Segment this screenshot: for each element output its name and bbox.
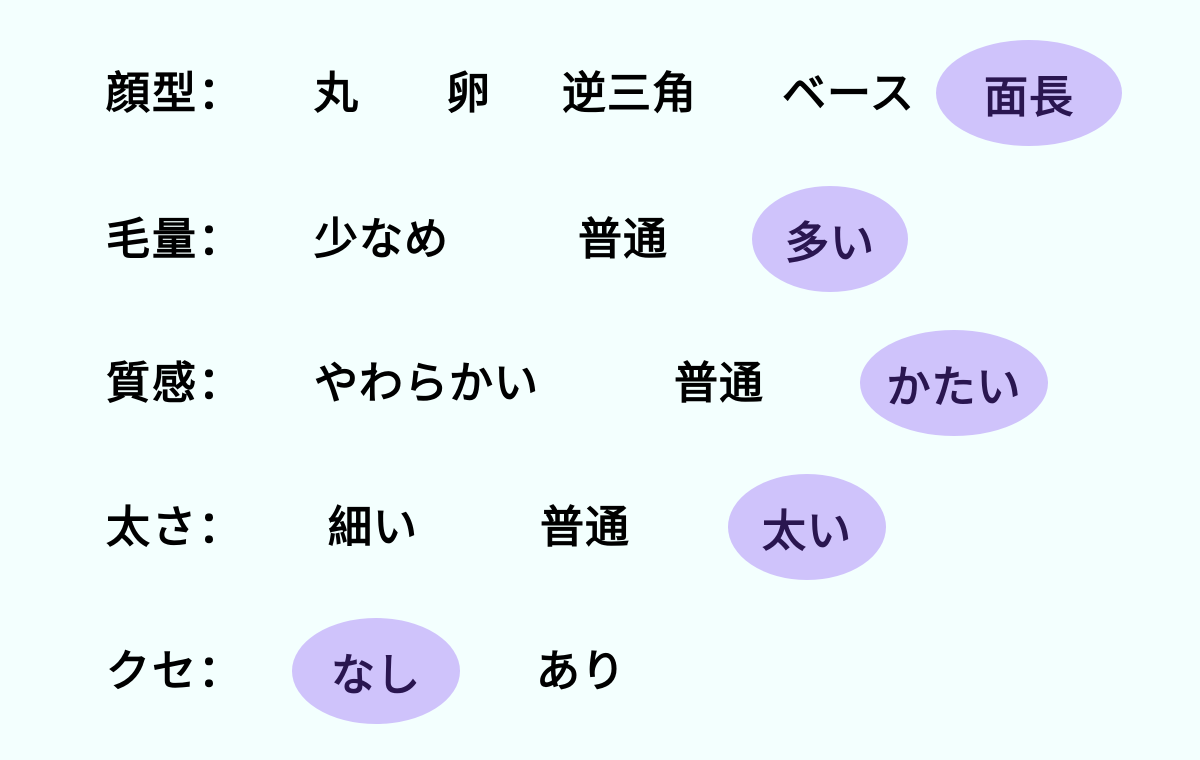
option-less[interactable]: 少なめ [314, 214, 449, 265]
face-shape-label: 顔型： [106, 68, 244, 119]
texture-label: 質感： [106, 358, 244, 409]
option-thin[interactable]: 細い [328, 502, 418, 553]
option-hard-selected[interactable]: かたい [860, 330, 1048, 436]
option-normal[interactable]: 普通 [540, 502, 630, 553]
option-inverted-triangle[interactable]: 逆三角 [562, 68, 697, 119]
option-none-selected[interactable]: なし [292, 618, 460, 724]
row-texture: 質感： やわらかい 普通 かたい [0, 330, 1200, 440]
option-normal[interactable]: 普通 [578, 214, 668, 265]
row-thickness: 太さ： 細い 普通 太い [0, 474, 1200, 584]
option-thick-selected[interactable]: 太い [728, 474, 886, 580]
row-hair-volume: 毛量： 少なめ 普通 多い [0, 186, 1200, 296]
option-more-selected[interactable]: 多い [752, 186, 908, 292]
option-normal[interactable]: 普通 [674, 358, 764, 409]
hair-volume-label: 毛量： [106, 214, 244, 265]
thickness-label: 太さ： [106, 502, 244, 553]
row-curl: クセ： なし あり [0, 618, 1200, 728]
option-round[interactable]: 丸 [314, 68, 359, 119]
option-base[interactable]: ベース [782, 68, 915, 119]
option-soft[interactable]: やわらかい [314, 358, 539, 409]
option-yes[interactable]: あり [536, 646, 626, 697]
row-face-shape: 顔型： 丸 卵 逆三角 ベース 面長 [0, 40, 1200, 150]
option-oval[interactable]: 卵 [446, 68, 491, 119]
option-long-selected[interactable]: 面長 [936, 40, 1122, 146]
curl-label: クセ： [106, 646, 244, 697]
